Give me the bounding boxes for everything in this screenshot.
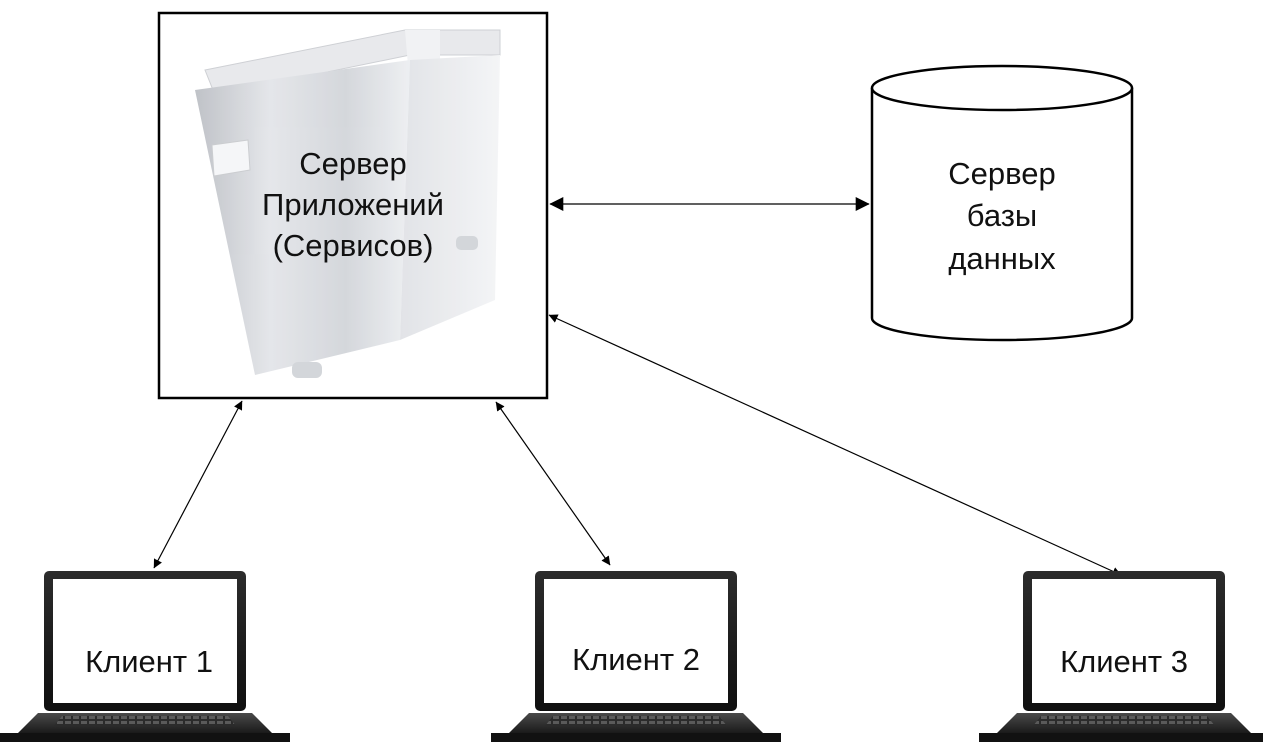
client1-node: Клиент 1 (0, 571, 290, 742)
client3-label: Клиент 3 (1060, 644, 1188, 679)
connector-app-client1 (153, 400, 243, 569)
db-server-label-line3: данных (948, 241, 1056, 276)
laptop-icon (0, 571, 290, 742)
client1-label: Клиент 1 (85, 644, 213, 679)
laptop-icon (491, 571, 781, 742)
db-server-node: Сервер базы данных (870, 64, 1134, 342)
connector-app-client2 (495, 401, 611, 566)
app-server-label-line1: Сервер (299, 146, 406, 181)
db-cylinder-top (870, 64, 1134, 112)
server-tower-icon (195, 29, 501, 378)
laptop-icon (979, 571, 1263, 742)
db-server-label-line2: базы (967, 198, 1037, 233)
client2-label: Клиент 2 (572, 642, 700, 677)
app-server-node: Сервер Приложений (Сервисов) (157, 11, 549, 400)
db-server-label-line1: Сервер (948, 156, 1055, 191)
client3-node: Клиент 3 (979, 571, 1263, 742)
app-server-label-line2: Приложений (262, 187, 444, 222)
app-server-label-line3: (Сервисов) (273, 228, 434, 263)
client2-node: Клиент 2 (491, 571, 781, 742)
connector-app-client3 (548, 314, 1122, 576)
